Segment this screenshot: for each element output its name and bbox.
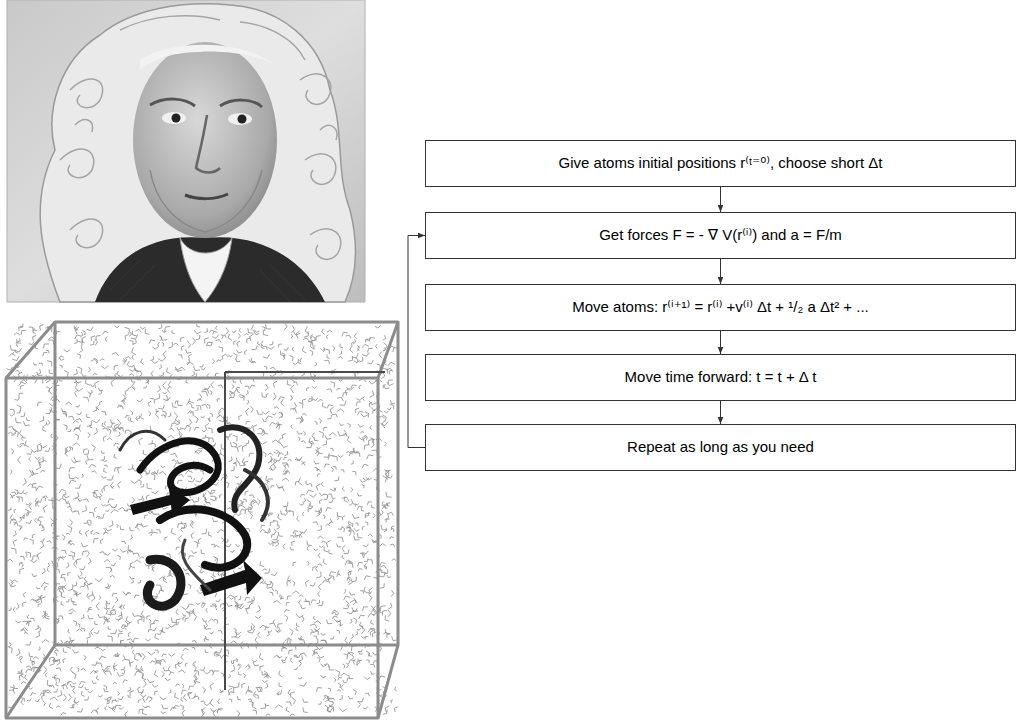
illustration <box>0 0 410 724</box>
simulation-box <box>6 322 398 718</box>
process-box: Move time forward: t = t + Δ t <box>425 354 1016 401</box>
box-text: Get forces F = - ∇ V(r⁽ⁱ⁾) and a = F/m <box>599 226 842 245</box>
box-edges <box>6 322 398 718</box>
box-text: Move atoms: r⁽ⁱ⁺¹⁾ = r⁽ⁱ⁾ +v⁽ⁱ⁾ Δt + ¹/₂… <box>572 298 869 317</box>
protein <box>120 427 268 606</box>
process-box: Get forces F = - ∇ V(r⁽ⁱ⁾) and a = F/m <box>425 212 1016 259</box>
box-text: Repeat as long as you need <box>627 438 814 457</box>
flow-arrow <box>720 187 721 212</box>
flow-arrow <box>408 236 425 448</box>
box-inner-edges <box>225 372 385 690</box>
portrait <box>7 0 365 302</box>
box-text: Give atoms initial positions r⁽ᵗ⁼⁰⁾, cho… <box>559 154 883 173</box>
box-text: Move time forward: t = t + Δ t <box>625 368 817 387</box>
flow-arrow <box>720 401 721 424</box>
flow-arrow <box>720 259 721 284</box>
process-box: Give atoms initial positions r⁽ᵗ⁼⁰⁾, cho… <box>425 140 1016 187</box>
flow-arrow <box>720 331 721 354</box>
process-box: Move atoms: r⁽ⁱ⁺¹⁾ = r⁽ⁱ⁾ +v⁽ⁱ⁾ Δt + ¹/₂… <box>425 284 1016 331</box>
process-box: Repeat as long as you need <box>425 424 1016 471</box>
water-molecules <box>6 324 397 718</box>
